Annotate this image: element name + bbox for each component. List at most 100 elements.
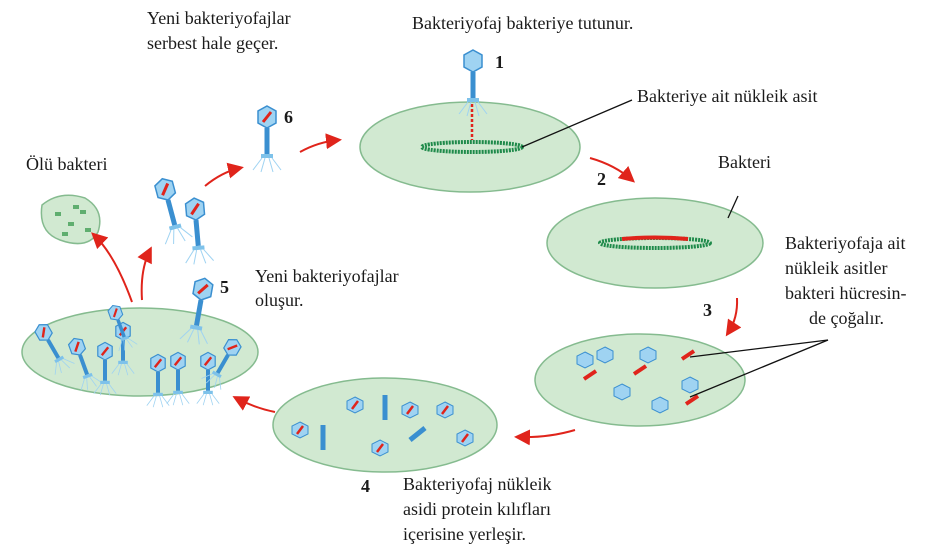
phage-dna (203, 356, 213, 366)
phage-tail-fibers (201, 373, 222, 390)
phage-dna (441, 405, 449, 415)
bacteriophage-icon (196, 351, 220, 406)
bacterial-nucleic-acid-label: Bakteriye ait nükleik asit (637, 86, 817, 106)
phage-tail (206, 370, 210, 391)
bacteriophage-icon (252, 105, 282, 173)
phage-dna-label-line3: bakteri hücresin- (785, 283, 906, 303)
debris-fragment (62, 232, 68, 236)
phage-tail-fibers (252, 157, 282, 173)
phage-dna (261, 111, 273, 123)
phage-tail-fibers (146, 395, 170, 408)
dead-bacterium-debris (55, 205, 91, 236)
new-phages-caption-line1: Yeni bakteriyofajlar (255, 266, 399, 286)
cycle-arrows (91, 133, 742, 446)
phage-tail-fibers (111, 363, 135, 376)
phage-dna-copy (632, 364, 648, 376)
bacteriophage-icon (154, 177, 193, 245)
phage-tail-part (408, 426, 427, 442)
bacteriophage-icon (179, 277, 214, 345)
phage-tail-fibers (93, 383, 117, 396)
bacterium-step4 (272, 377, 498, 473)
phage-tail-fibers (458, 101, 488, 117)
phages (34, 49, 488, 408)
debris-fragment (55, 212, 61, 216)
arrow-5-to-dead (91, 232, 133, 303)
phage-dna (351, 400, 359, 410)
arrow-2-to-3 (725, 297, 742, 337)
phage-tail (470, 72, 476, 98)
phage-tail-fibers (164, 227, 193, 245)
phage-baseplate (467, 98, 479, 102)
phage-baseplate (192, 245, 205, 251)
pointer-line-phage-dna-2 (689, 339, 829, 398)
phage-dna (197, 283, 209, 295)
phage-tail (46, 338, 61, 360)
bacterium-step2 (546, 197, 764, 289)
bacteriophage-icon (93, 341, 117, 396)
phage-dna-integrated (621, 235, 689, 241)
phage-baseplate (211, 370, 222, 379)
assembly-caption-line3: içerisine yerleşir. (403, 524, 526, 544)
assembly-caption-line1: Bakteriyofaj nükleik (403, 474, 551, 494)
phage-tail-fibers (179, 328, 208, 345)
phage-dna (190, 202, 200, 216)
attach-caption: Bakteriyofaj bakteriye tutunur. (412, 13, 633, 33)
bacteriophage-icon (146, 353, 170, 408)
bacteriophage-icon (107, 304, 138, 352)
phage-baseplate (189, 324, 203, 331)
step-4: 4 (361, 476, 370, 496)
phage-baseplate (118, 360, 128, 364)
bacteriophage-icon (34, 324, 75, 375)
phage-tail (176, 370, 180, 391)
phage-capsid (651, 396, 669, 414)
step-2: 2 (597, 169, 606, 189)
phage-dna (406, 405, 414, 415)
bacterium-step3 (534, 333, 746, 427)
arrow-3-to-4 (514, 429, 576, 446)
phage-baseplate (203, 390, 213, 394)
arrow-5-to-release (137, 246, 152, 301)
phage-baseplate (100, 380, 110, 384)
phage-tail (103, 360, 107, 381)
phage-tail-fibers (80, 375, 103, 391)
bacterial-dna-step2 (598, 236, 712, 250)
phage-tail-fibers (118, 338, 138, 352)
phage-tail (121, 340, 125, 361)
bacteriophage-icon (458, 49, 488, 117)
phage-tail (194, 299, 204, 327)
bacteriophage-icon (166, 351, 190, 406)
pointer-line-nucleic-acid (521, 99, 633, 148)
phage-tail (116, 319, 126, 338)
debris-fragment (73, 205, 79, 209)
phage-head (463, 49, 483, 73)
phage-baseplate (153, 392, 163, 396)
phage-dna-label-line2: nükleik asitler (785, 258, 887, 278)
assembly-caption-line2: asidi protein kılıfları (403, 499, 551, 519)
phage-capsid (613, 383, 631, 401)
phage-dna (100, 346, 110, 356)
release-caption-line1: Yeni bakteriyofajlar (147, 8, 291, 28)
phage-capsid (576, 351, 594, 369)
phage-dna (296, 425, 304, 435)
arrow-release-to-6 (204, 162, 244, 187)
phage-dna (376, 443, 384, 453)
step-3: 3 (703, 300, 712, 320)
phage-dna-copy (680, 349, 696, 361)
phage-tail (264, 128, 270, 154)
phage-tail (215, 353, 230, 375)
phage-tail-fibers (166, 393, 190, 406)
phage-dna (74, 341, 80, 352)
bacterium-step5 (21, 307, 259, 397)
phage-baseplate (168, 223, 182, 231)
arrow-1-to-2 (589, 157, 636, 183)
phage-capsid (639, 346, 657, 364)
phage-tail-fibers (196, 393, 220, 406)
debris-fragment (80, 210, 86, 214)
phage-dna (173, 356, 183, 366)
bacteriophage-icon (201, 339, 242, 390)
new-phages-caption-line2: oluşur. (255, 290, 304, 310)
phage-baseplate (120, 335, 130, 342)
dead-bacterium-label: Ölü bakteri (26, 154, 107, 174)
